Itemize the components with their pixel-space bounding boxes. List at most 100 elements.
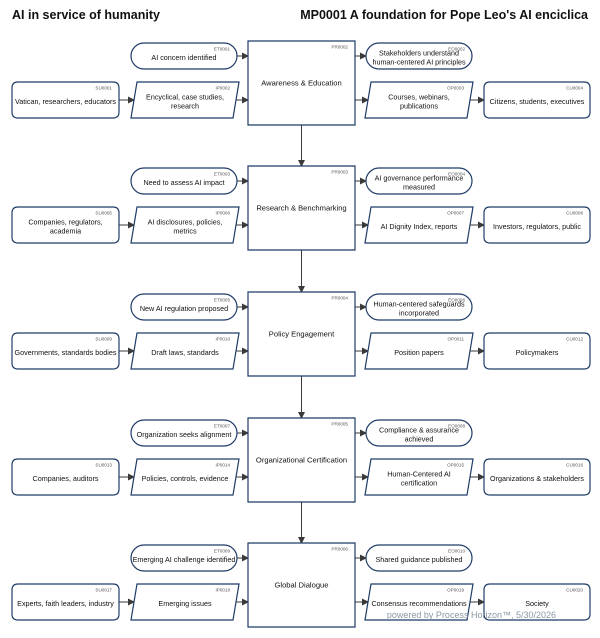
supplier-shape	[11, 81, 120, 119]
supplier-shape	[11, 206, 120, 244]
input-code: IP0006	[215, 211, 230, 216]
event-label: Emerging AI challenge identified	[133, 555, 236, 564]
process-label: Global Dialogue	[274, 581, 328, 590]
result-label: human-centered AI principles	[372, 57, 465, 66]
process-label: Organizational Certification	[256, 456, 347, 465]
output-shape	[364, 458, 474, 496]
supplier-shape	[11, 583, 120, 621]
input-label: Emerging issues	[158, 599, 212, 608]
input-label: Policies, controls, evidence	[142, 474, 229, 483]
result-shape	[365, 419, 473, 447]
result-code: EO0004	[448, 172, 465, 177]
supplier-shape	[11, 332, 120, 370]
process-label: Awareness & Education	[261, 79, 342, 88]
supplier-code: SU0001	[95, 86, 112, 91]
input-label: Draft laws, standards	[151, 348, 219, 357]
customer-code: CU0008	[566, 211, 583, 216]
process-shape	[247, 291, 356, 377]
event-shape	[130, 167, 238, 195]
process-code: PR0003	[331, 170, 348, 175]
result-shape	[365, 293, 473, 321]
output-shape	[364, 332, 474, 370]
event-label: Need to assess AI impact	[143, 178, 224, 187]
event-shape	[130, 293, 238, 321]
input-shape	[130, 206, 240, 244]
result-code: EO0002	[448, 47, 465, 52]
process-code: PR0006	[331, 547, 348, 552]
result-shape	[365, 42, 473, 70]
supplier-label: Companies, regulators,	[28, 218, 102, 227]
input-shape	[130, 583, 240, 621]
diagram-title-left: AI in service of humanity	[12, 8, 160, 22]
output-label: certification	[401, 478, 437, 487]
event-label: New AI regulation proposed	[140, 304, 228, 313]
customer-label: Investors, regulators, public	[493, 222, 581, 231]
process-label: Policy Engagement	[269, 330, 335, 339]
output-shape	[364, 81, 474, 119]
supplier-code: SU0017	[95, 588, 112, 593]
result-label: achieved	[405, 434, 434, 443]
supplier-label: Experts, faith leaders, industry	[17, 599, 114, 608]
result-code: EO0008	[448, 424, 465, 429]
output-code: OP0007	[447, 211, 464, 216]
process-code: PR0004	[331, 296, 348, 301]
customer-shape	[483, 206, 591, 244]
supplier-code: SU0013	[95, 463, 112, 468]
process-code: PR0002	[331, 45, 348, 50]
process-shape	[247, 417, 356, 503]
customer-code: CU0004	[566, 86, 583, 91]
input-code: IP0010	[215, 337, 230, 342]
input-label: AI disclosures, policies,	[148, 218, 223, 227]
input-label: Encyclical, case studies,	[146, 93, 224, 102]
event-code: ET0007	[214, 424, 231, 429]
event-code: ET0005	[214, 298, 231, 303]
input-shape	[130, 458, 240, 496]
output-label: Consensus recommendations	[371, 599, 466, 608]
process-code: PR0005	[331, 422, 348, 427]
customer-shape	[483, 332, 591, 370]
event-shape	[130, 544, 238, 572]
supplier-label: Vatican, researchers, educators	[15, 97, 116, 106]
customer-label: Organizations & stakeholders	[490, 474, 584, 483]
diagram-title-right: MP0001 A foundation for Pope Leo's AI en…	[300, 8, 588, 22]
input-label: metrics	[173, 226, 197, 235]
input-code: IP0002	[215, 86, 230, 91]
result-label: incorporated	[399, 308, 439, 317]
supplier-code: SU0005	[95, 211, 112, 216]
event-code: ET0009	[214, 549, 231, 554]
input-shape	[130, 81, 240, 119]
result-label: measured	[403, 182, 435, 191]
process-shape	[247, 40, 356, 126]
output-label: Courses, webinars,	[388, 93, 450, 102]
customer-label: Policymakers	[516, 348, 559, 357]
event-label: AI concern identified	[151, 53, 216, 62]
supplier-label: Companies, auditors	[33, 474, 99, 483]
input-2: IP0006 AI disclosures, policies,metrics	[130, 206, 240, 244]
output-label: AI Dignity Index, reports	[381, 222, 458, 231]
process-label: Research & Benchmarking	[256, 204, 346, 213]
customer-shape	[483, 583, 591, 621]
